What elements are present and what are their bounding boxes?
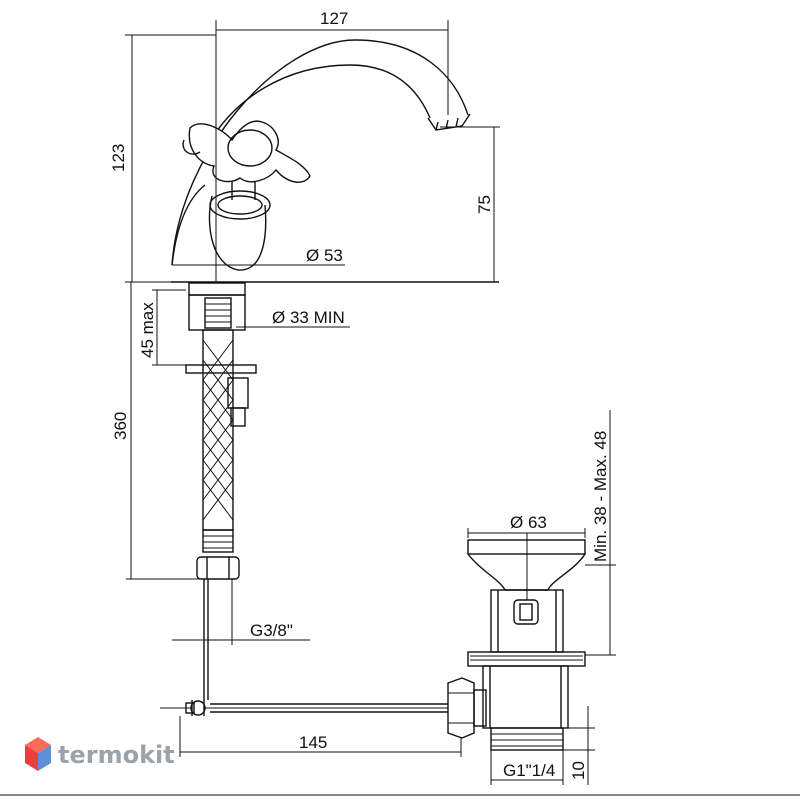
termokit-logo: termokit [25,737,175,771]
height-total-label: 123 [109,144,128,172]
drain-range-label: Min. 38 - Max. 48 [591,431,610,562]
logo-text: termokit [58,741,175,769]
popup-rod [160,700,460,716]
rod-length-label: 145 [299,733,327,752]
hose-length-label: 360 [111,412,130,440]
faucet-body [171,39,499,296]
deck-thickness-label: 45 max [138,302,157,358]
drain-diameter-label: Ø 63 [510,513,547,532]
spout-height-label: 75 [475,195,494,214]
dimension-lines [0,20,800,796]
hole-diameter-label: Ø 33 MIN [272,308,345,327]
waste-drain [447,539,586,751]
hose-thread-label: G3/8" [250,621,293,640]
supply-hose [185,294,257,700]
drain-thread-label: G1"1/4 [503,761,555,780]
base-diameter-label: Ø 53 [306,246,343,265]
thread-length-label: 10 [569,761,588,780]
cube-icon [25,737,51,771]
spout-reach-label: 127 [320,9,348,28]
